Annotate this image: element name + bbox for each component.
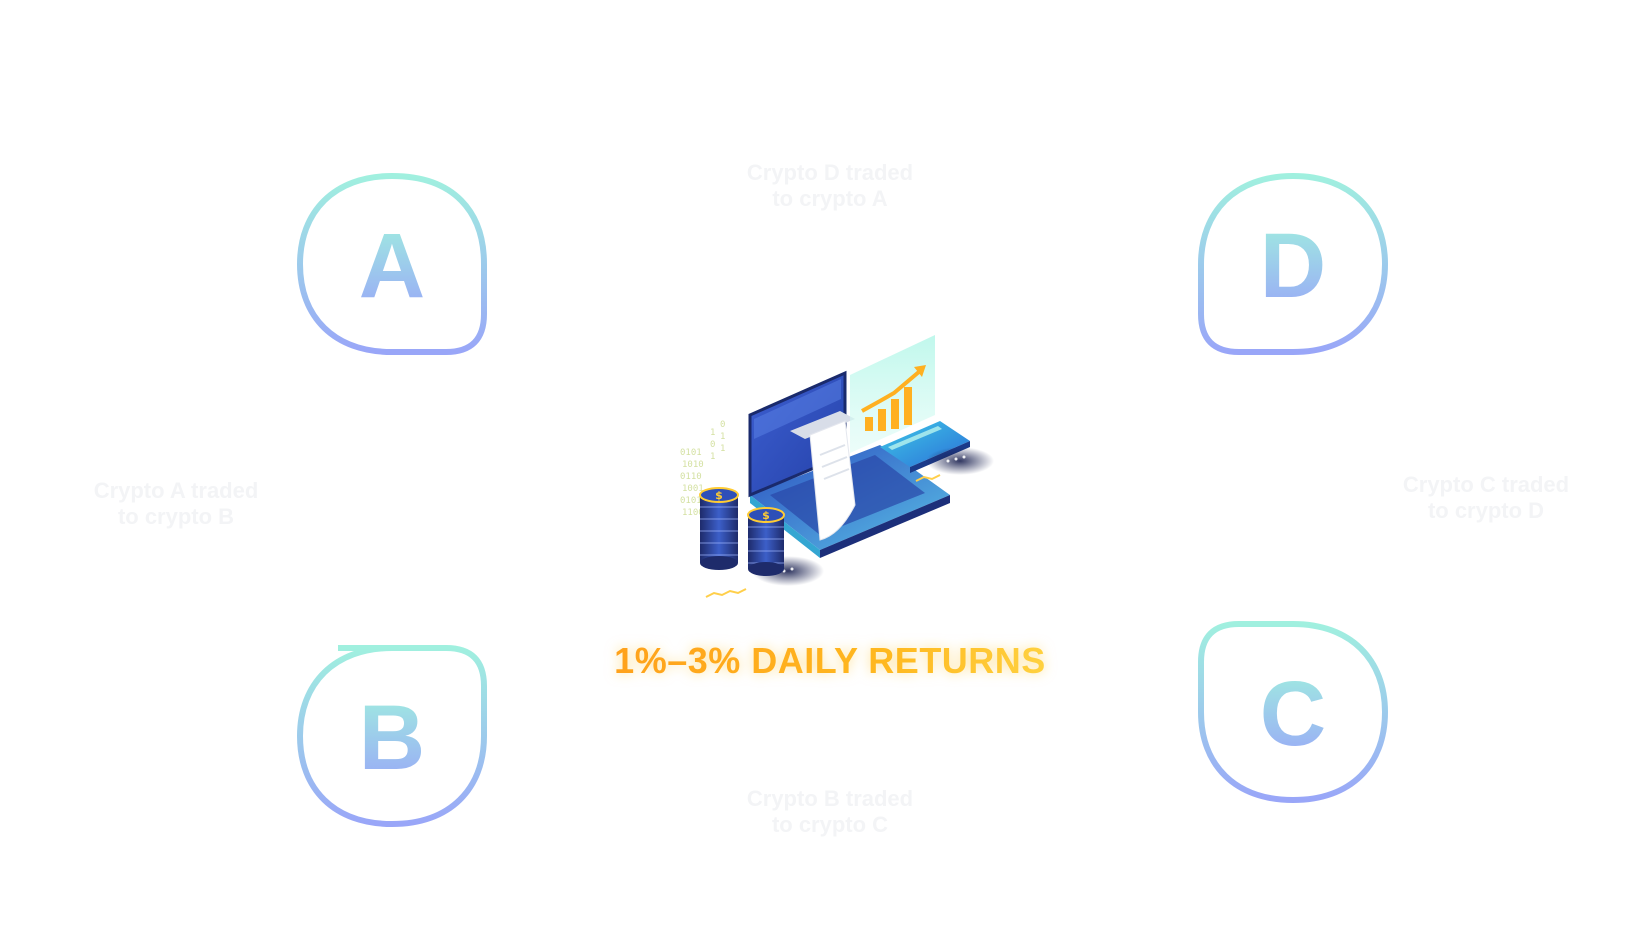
caption-left: Crypto A traded to crypto B (46, 478, 306, 530)
caption-right: Crypto C traded to crypto D (1356, 472, 1616, 524)
node-d-letter: D (1260, 215, 1326, 317)
svg-text:1010: 1010 (682, 460, 704, 470)
svg-text:0: 0 (710, 440, 715, 450)
caption-right-line2: to crypto D (1427, 498, 1545, 523)
node-c: C (1195, 620, 1391, 804)
svg-text:1: 1 (710, 452, 715, 462)
svg-text:$: $ (715, 489, 723, 502)
svg-text:0101: 0101 (680, 448, 702, 458)
caption-left-line1: Crypto A traded (93, 478, 259, 503)
node-c-letter: C (1260, 663, 1326, 765)
svg-text:$: $ (762, 509, 770, 522)
caption-top: Crypto D traded to crypto A (700, 160, 960, 212)
node-b-letter: B (359, 687, 425, 789)
node-a-letter: A (359, 215, 425, 317)
receipt-icon (790, 411, 856, 541)
svg-text:1001: 1001 (682, 484, 704, 494)
svg-text:1100: 1100 (682, 508, 704, 518)
svg-text:0110: 0110 (680, 472, 702, 482)
svg-text:0: 0 (720, 420, 725, 430)
caption-top-line2: to crypto A (772, 186, 888, 211)
caption-bottom-line2: to crypto C (771, 812, 889, 837)
caption-bottom: Crypto B traded to crypto C (700, 786, 960, 838)
svg-text:0101: 0101 (680, 496, 702, 506)
caption-left-line2: to crypto B (117, 504, 235, 529)
svg-text:1: 1 (720, 444, 725, 454)
caption-bottom-line1: Crypto B traded (746, 786, 914, 811)
chart-panel-icon (850, 335, 935, 453)
node-d: D (1195, 172, 1391, 356)
coin-stack-icon: $ $ (699, 487, 785, 576)
daily-returns-headline: 1%–3% DAILY RETURNS (560, 640, 1100, 682)
svg-text:1: 1 (710, 428, 715, 438)
node-b: B (294, 644, 490, 828)
caption-top-line1: Crypto D traded (746, 160, 914, 185)
svg-text:1: 1 (720, 432, 725, 442)
caption-right-line1: Crypto C traded (1402, 472, 1570, 497)
node-a: A (294, 172, 490, 356)
